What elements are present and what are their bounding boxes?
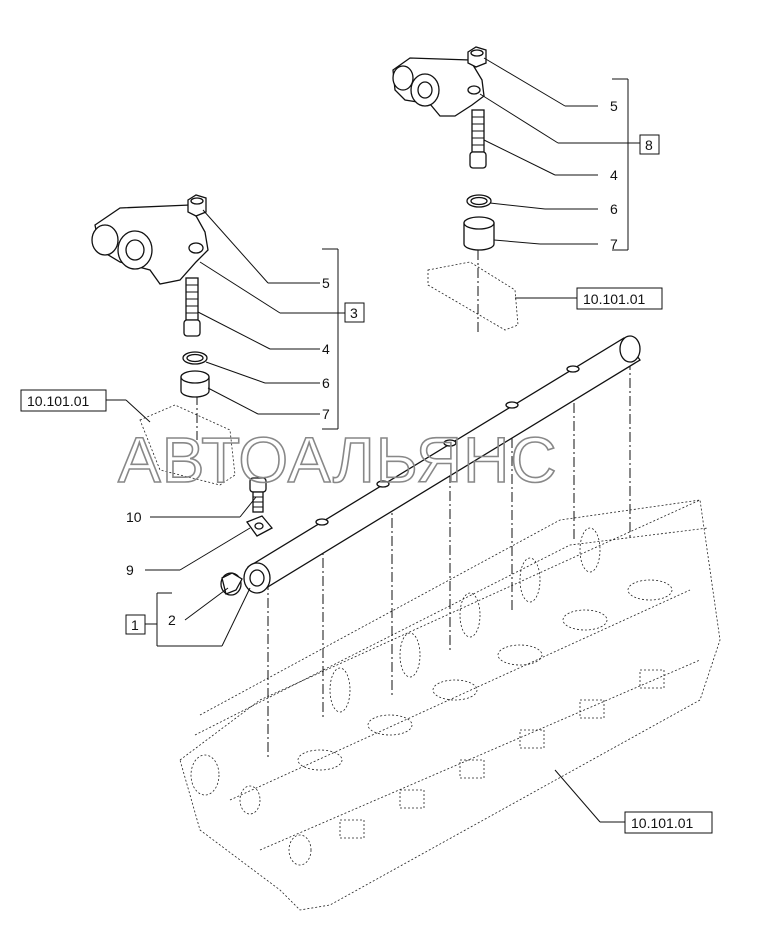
label-a6: 6 <box>322 375 330 391</box>
ref-box-upper-right <box>576 287 663 310</box>
label-b4: 4 <box>610 167 618 183</box>
left-rocker-arm <box>91 204 209 285</box>
left-ring <box>182 351 208 365</box>
right-rocker-arm <box>392 57 485 117</box>
leader-lines <box>106 57 640 823</box>
lock-bolt <box>249 477 267 513</box>
label-p2: 2 <box>168 612 176 628</box>
cylinder-head <box>179 499 721 911</box>
label-b6: 6 <box>610 201 618 217</box>
label-b8: 8 <box>645 137 653 153</box>
callouts: 5 3 4 6 7 5 8 4 6 7 10 9 1 2 <box>125 98 660 635</box>
left-nut <box>187 194 207 217</box>
rocker-shaft <box>243 335 641 594</box>
label-p10: 10 <box>126 509 142 525</box>
box-p1 <box>125 614 146 635</box>
watermark-text: АВТОАЛЬЯНС <box>118 424 558 496</box>
ref-box-lower-right <box>624 811 713 834</box>
box-a3 <box>344 302 365 323</box>
right-ring <box>466 194 492 208</box>
label-a5: 5 <box>322 275 330 291</box>
shaft-plug <box>220 572 243 596</box>
left-adjusting-screw <box>183 277 201 337</box>
label-a3: 3 <box>350 305 358 321</box>
ref-label-left: 10.101.01 <box>27 393 89 409</box>
label-p1: 1 <box>131 617 139 633</box>
label-b5: 5 <box>610 98 618 114</box>
right-adjusting-screw <box>469 109 487 169</box>
ref-label-upper-right: 10.101.01 <box>583 291 645 307</box>
label-b7: 7 <box>610 236 618 252</box>
right-cap <box>463 216 495 251</box>
reference-boxes: 10.101.01 10.101.01 10.101.01 <box>20 287 713 834</box>
ref-box-left <box>20 389 107 412</box>
box-b8 <box>639 134 660 155</box>
left-cap <box>180 370 210 398</box>
label-p9: 9 <box>126 562 134 578</box>
label-a7: 7 <box>322 406 330 422</box>
right-valve-bridge <box>427 261 519 331</box>
ref-label-lower-right: 10.101.01 <box>631 815 693 831</box>
label-a4: 4 <box>322 341 330 357</box>
right-nut <box>467 46 487 68</box>
alignment-lines <box>196 250 631 760</box>
lock-washer <box>245 515 274 537</box>
